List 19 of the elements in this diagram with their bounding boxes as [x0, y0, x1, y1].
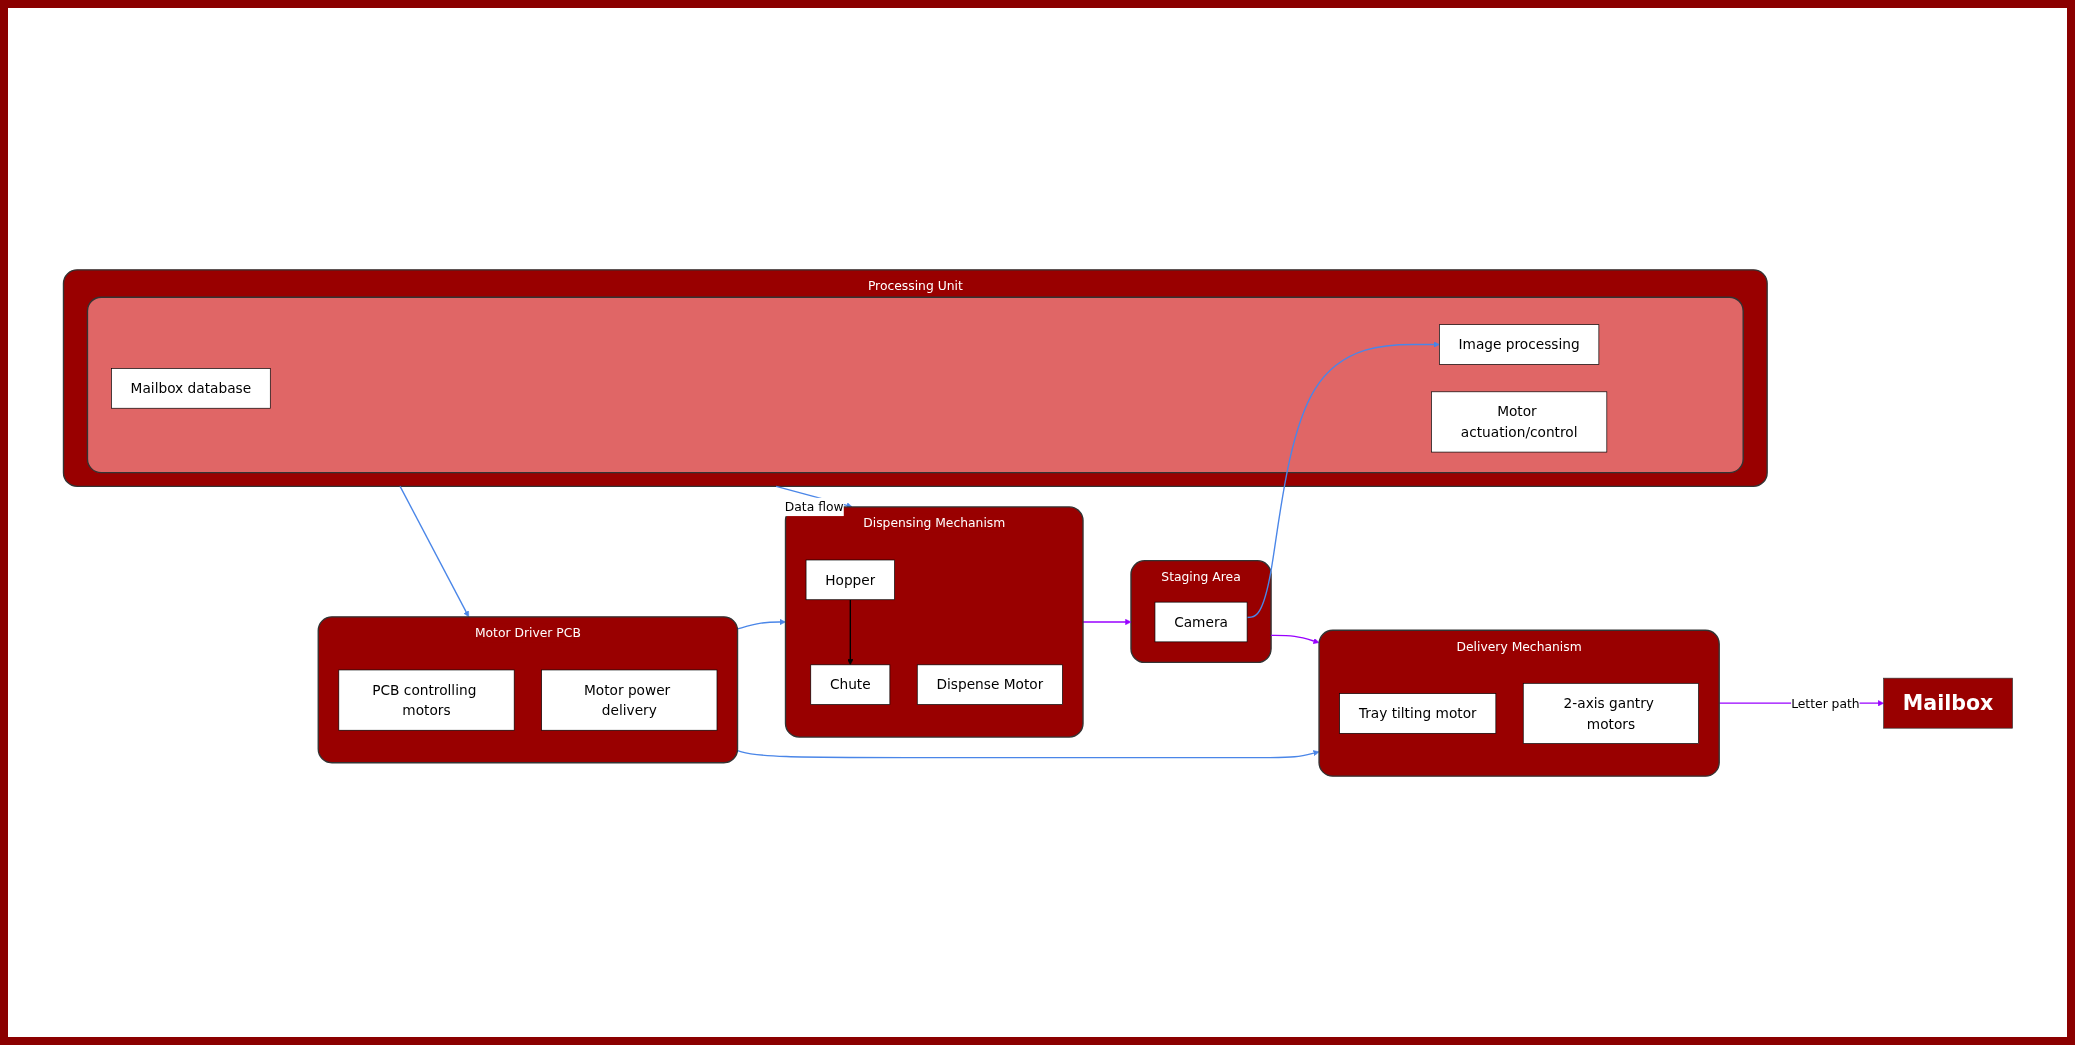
arrow	[846, 598, 853, 665]
node-box: Camera	[1154, 601, 1247, 642]
node-box: Mailbox database	[110, 367, 271, 409]
node-box: Dispense Motor	[916, 663, 1063, 705]
cluster	[86, 296, 1744, 473]
node-box: Hopper	[805, 559, 895, 600]
node-box: 2-axis gantry motors	[1522, 682, 1699, 744]
edge-label: Letter path	[1790, 695, 1860, 710]
arrow	[1269, 634, 1319, 644]
node-box: Chute	[809, 663, 890, 705]
arrow	[398, 485, 469, 617]
node-box: Mailbox	[1882, 677, 2013, 729]
node-box: Motor power delivery	[540, 669, 717, 731]
node-box: PCB controlling motors	[337, 669, 515, 731]
node-box: Image processing	[1438, 323, 1599, 365]
node-box: Motor actuation/control	[1430, 390, 1607, 452]
edge-label: Data flow	[784, 499, 844, 514]
arrow	[1245, 341, 1440, 618]
node-box: Tray tilting motor	[1338, 692, 1496, 734]
